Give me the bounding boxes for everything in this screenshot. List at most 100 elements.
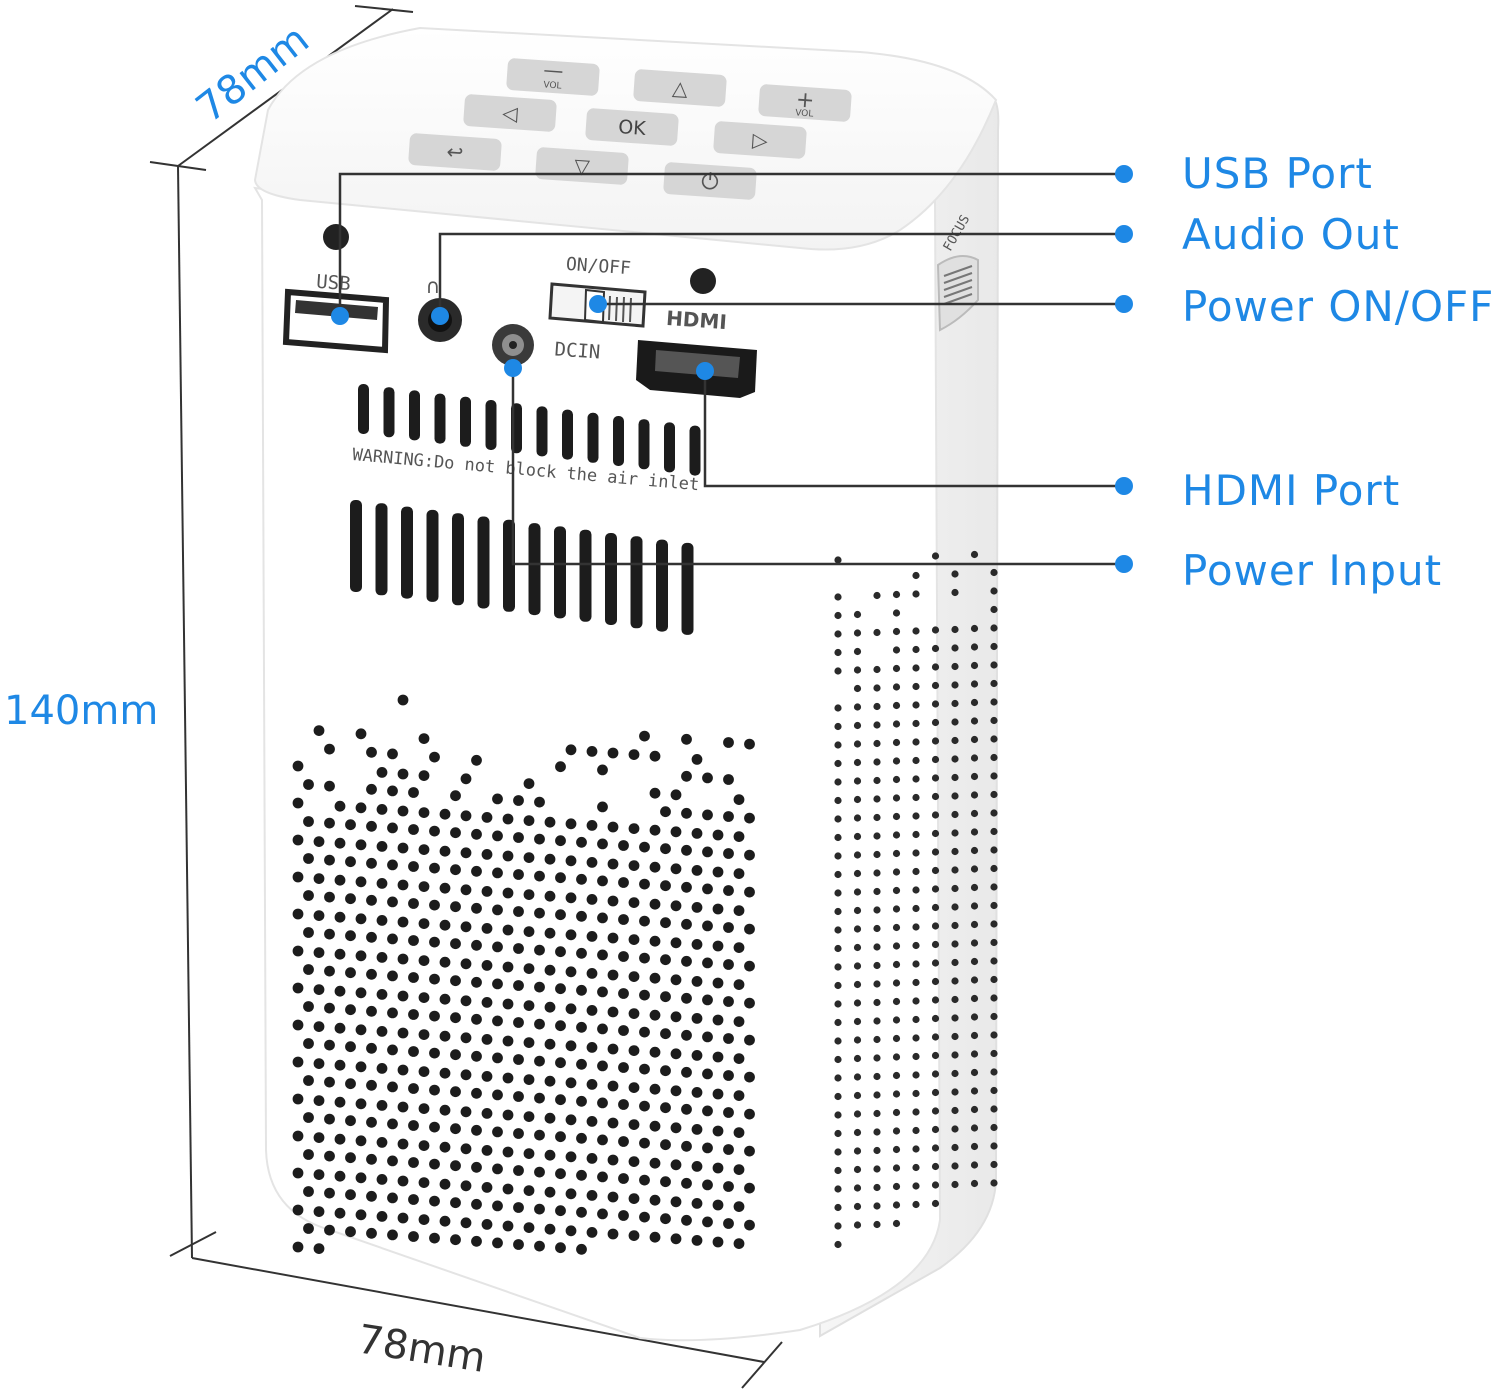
- grille-hole: [931, 977, 940, 986]
- usb-port-callout-dot: [1115, 165, 1133, 183]
- grille-hole: [873, 739, 881, 748]
- grille-hole: [660, 1065, 671, 1077]
- key-vol-up[interactable]: + VOL: [758, 84, 852, 122]
- grille-hole: [334, 948, 346, 960]
- grille-hole: [873, 1220, 881, 1229]
- grille-hole: [691, 1235, 703, 1246]
- grille-hole: [429, 825, 440, 837]
- grille-hole: [292, 1093, 304, 1105]
- grille-hole: [597, 1097, 608, 1109]
- grille-hole: [873, 887, 881, 896]
- grille-hole: [397, 1027, 409, 1039]
- grille-hole: [618, 1136, 629, 1147]
- return-icon: ↩: [446, 139, 464, 164]
- grille-hole: [660, 1139, 671, 1151]
- grille-hole: [618, 951, 629, 962]
- grille-hole: [853, 647, 862, 656]
- grille-hole: [597, 1023, 608, 1035]
- grille-hole: [429, 973, 440, 985]
- grille-hole: [931, 1033, 940, 1041]
- grille-hole: [744, 1145, 755, 1157]
- grille-hole: [931, 737, 940, 745]
- grille-hole: [376, 1211, 388, 1222]
- grille-hole: [502, 813, 514, 825]
- key-power[interactable]: ⏻: [663, 162, 757, 200]
- grille-hole: [912, 1089, 920, 1098]
- grille-hole: [576, 1095, 587, 1107]
- grille-hole: [628, 1082, 640, 1093]
- grille-hole: [418, 955, 430, 966]
- grille-hole: [471, 976, 482, 988]
- ok-icon: OK: [617, 116, 646, 140]
- grille-hole: [366, 1079, 377, 1091]
- grille-hole: [660, 880, 671, 892]
- grille-hole: [607, 1154, 619, 1166]
- power-switch-marker-dot: [589, 295, 607, 313]
- grille-hole: [303, 853, 314, 864]
- grille-hole: [439, 956, 451, 968]
- grille-hole: [565, 892, 577, 904]
- grille-hole: [607, 1228, 619, 1240]
- grille-hole: [733, 831, 745, 842]
- grille-hole: [744, 738, 755, 750]
- focus-wheel[interactable]: [936, 255, 979, 332]
- grille-hole: [691, 1124, 703, 1135]
- grille-hole: [970, 1142, 979, 1151]
- key-ok[interactable]: OK: [585, 108, 679, 146]
- grille-hole: [292, 1056, 304, 1068]
- grille-hole: [460, 921, 472, 933]
- grille-hole: [555, 1094, 566, 1106]
- grille-hole: [387, 822, 398, 834]
- grille-hole: [429, 1195, 440, 1207]
- grille-hole: [834, 648, 842, 657]
- grille-hole: [853, 1073, 862, 1081]
- grille-hole: [513, 1054, 524, 1065]
- hdmi-text: HDMI: [665, 306, 727, 334]
- grille-hole: [834, 926, 842, 934]
- key-right[interactable]: ▷: [713, 121, 807, 159]
- power-input-label: Power Input: [1182, 546, 1442, 595]
- vent-slot: [383, 387, 395, 438]
- grille-hole: [408, 1157, 419, 1168]
- grille-hole: [439, 808, 451, 820]
- key-down[interactable]: ▽: [535, 147, 629, 185]
- grille-hole: [523, 1111, 535, 1122]
- grille-hole: [565, 818, 577, 830]
- grille-hole: [649, 787, 661, 799]
- grille-hole: [951, 1180, 959, 1189]
- grille-hole: [834, 778, 842, 786]
- grille-hole: [931, 848, 940, 856]
- key-left[interactable]: ◁: [463, 94, 557, 132]
- grille-hole: [303, 1186, 314, 1197]
- grille-hole: [523, 1148, 535, 1159]
- grille-hole: [892, 868, 901, 876]
- key-vol-down[interactable]: — VOL: [506, 55, 600, 96]
- grille-hole: [990, 846, 998, 854]
- grille-hole: [951, 625, 959, 634]
- grille-hole: [681, 844, 692, 856]
- grille-hole: [873, 1072, 881, 1081]
- grille-hole: [313, 1095, 325, 1106]
- grille-hole: [990, 716, 998, 725]
- vent-slot: [656, 539, 668, 632]
- grille-hole: [408, 861, 419, 872]
- vent-slot: [536, 406, 548, 457]
- grille-hole: [408, 1046, 419, 1057]
- grille-hole: [912, 904, 920, 913]
- grille-hole: [292, 797, 304, 809]
- key-back[interactable]: ↩: [408, 133, 502, 171]
- grille-hole: [492, 830, 503, 842]
- callout-dots: [331, 165, 1133, 573]
- grille-hole: [376, 1026, 388, 1037]
- grille-hole: [639, 952, 650, 964]
- grille-hole: [990, 772, 998, 780]
- grille-hole: [597, 1208, 608, 1220]
- grille-hole: [324, 854, 335, 866]
- grille-hole: [649, 1194, 661, 1206]
- key-up[interactable]: △: [633, 69, 727, 107]
- grille-hole: [660, 1213, 671, 1225]
- grille-hole: [912, 664, 920, 672]
- grille-hole: [607, 747, 619, 759]
- dc-input-jack[interactable]: [492, 324, 534, 366]
- grille-hole: [313, 984, 325, 995]
